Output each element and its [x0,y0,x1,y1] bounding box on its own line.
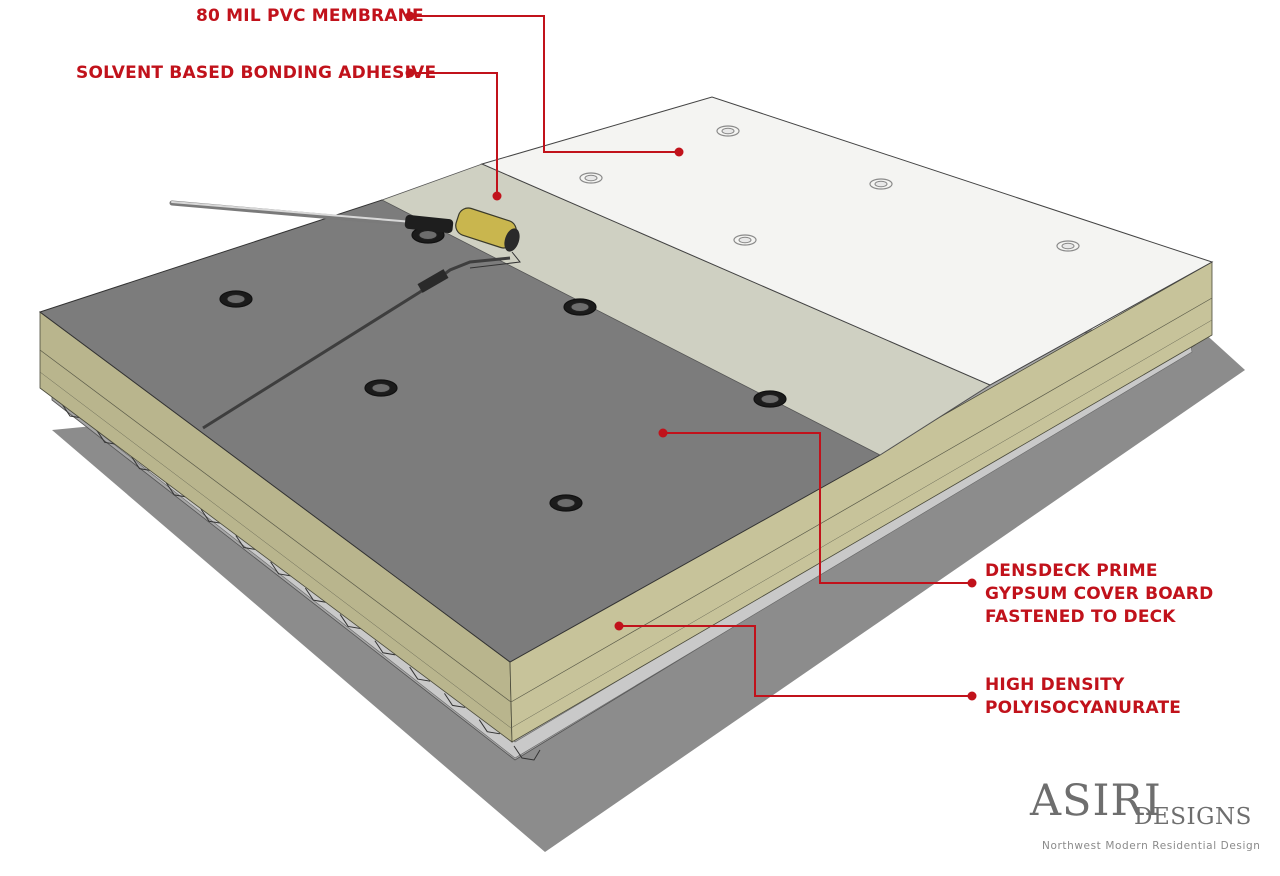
insulation-callout: HIGH DENSITY POLYISOCYANURATE [985,674,1181,720]
adhesive-callout: SOLVENT BASED BONDING ADHESIVE [76,62,436,85]
cover-board-callout-line-3: FASTENED TO DECK [985,607,1176,627]
fastener-plate [753,390,787,408]
fastener-plate [869,178,893,190]
membrane-callout-line-1: 80 MIL PVC MEMBRANE [196,6,424,26]
membrane-leader [410,15,679,153]
fastener-plate [716,125,740,137]
cover-board-leader [663,432,972,584]
membrane-fasteners [579,125,1080,252]
adhesive-leader [410,72,498,196]
asiri-designs-logo: ASIRI DESIGNS Northwest Modern Residenti… [1028,776,1268,856]
deck-rib [513,745,541,761]
callout-dots [405,11,977,701]
adhesive-roller [169,200,521,269]
fastener-plate [733,234,757,246]
cover-board-callout-line-1: DENSDECK PRIME [985,561,1158,581]
fastener-plate [219,290,253,308]
logo-tagline: Northwest Modern Residential Design [1042,840,1261,852]
cover-board-callout: DENSDECK PRIME GYPSUM COVER BOARD FASTEN… [985,560,1213,629]
insulation-leader [619,625,972,697]
callout-leaders [410,15,972,697]
insulation-right-face [509,261,1213,743]
logo-sub-text: DESIGNS [1134,804,1252,830]
fastener-plate [1056,240,1080,252]
membrane-callout: 80 MIL PVC MEMBRANE [196,5,424,28]
insulation-callout-line-2: POLYISOCYANURATE [985,698,1182,718]
insulation-callout-line-1: HIGH DENSITY [985,675,1125,695]
fastener-plate [563,298,597,316]
pvc-membrane [480,96,1214,386]
fastener-plate [549,494,583,512]
board-seam [202,256,511,430]
adhesive-callout-line-1: SOLVENT BASED BONDING ADHESIVE [76,63,437,83]
logo-main-text: ASIRI [1030,776,1162,826]
cover-board-fasteners [219,226,787,512]
fastener-plate [364,379,398,397]
fastener-plate [579,172,603,184]
cover-board-callout-line-2: GYPSUM COVER BOARD [985,584,1214,604]
